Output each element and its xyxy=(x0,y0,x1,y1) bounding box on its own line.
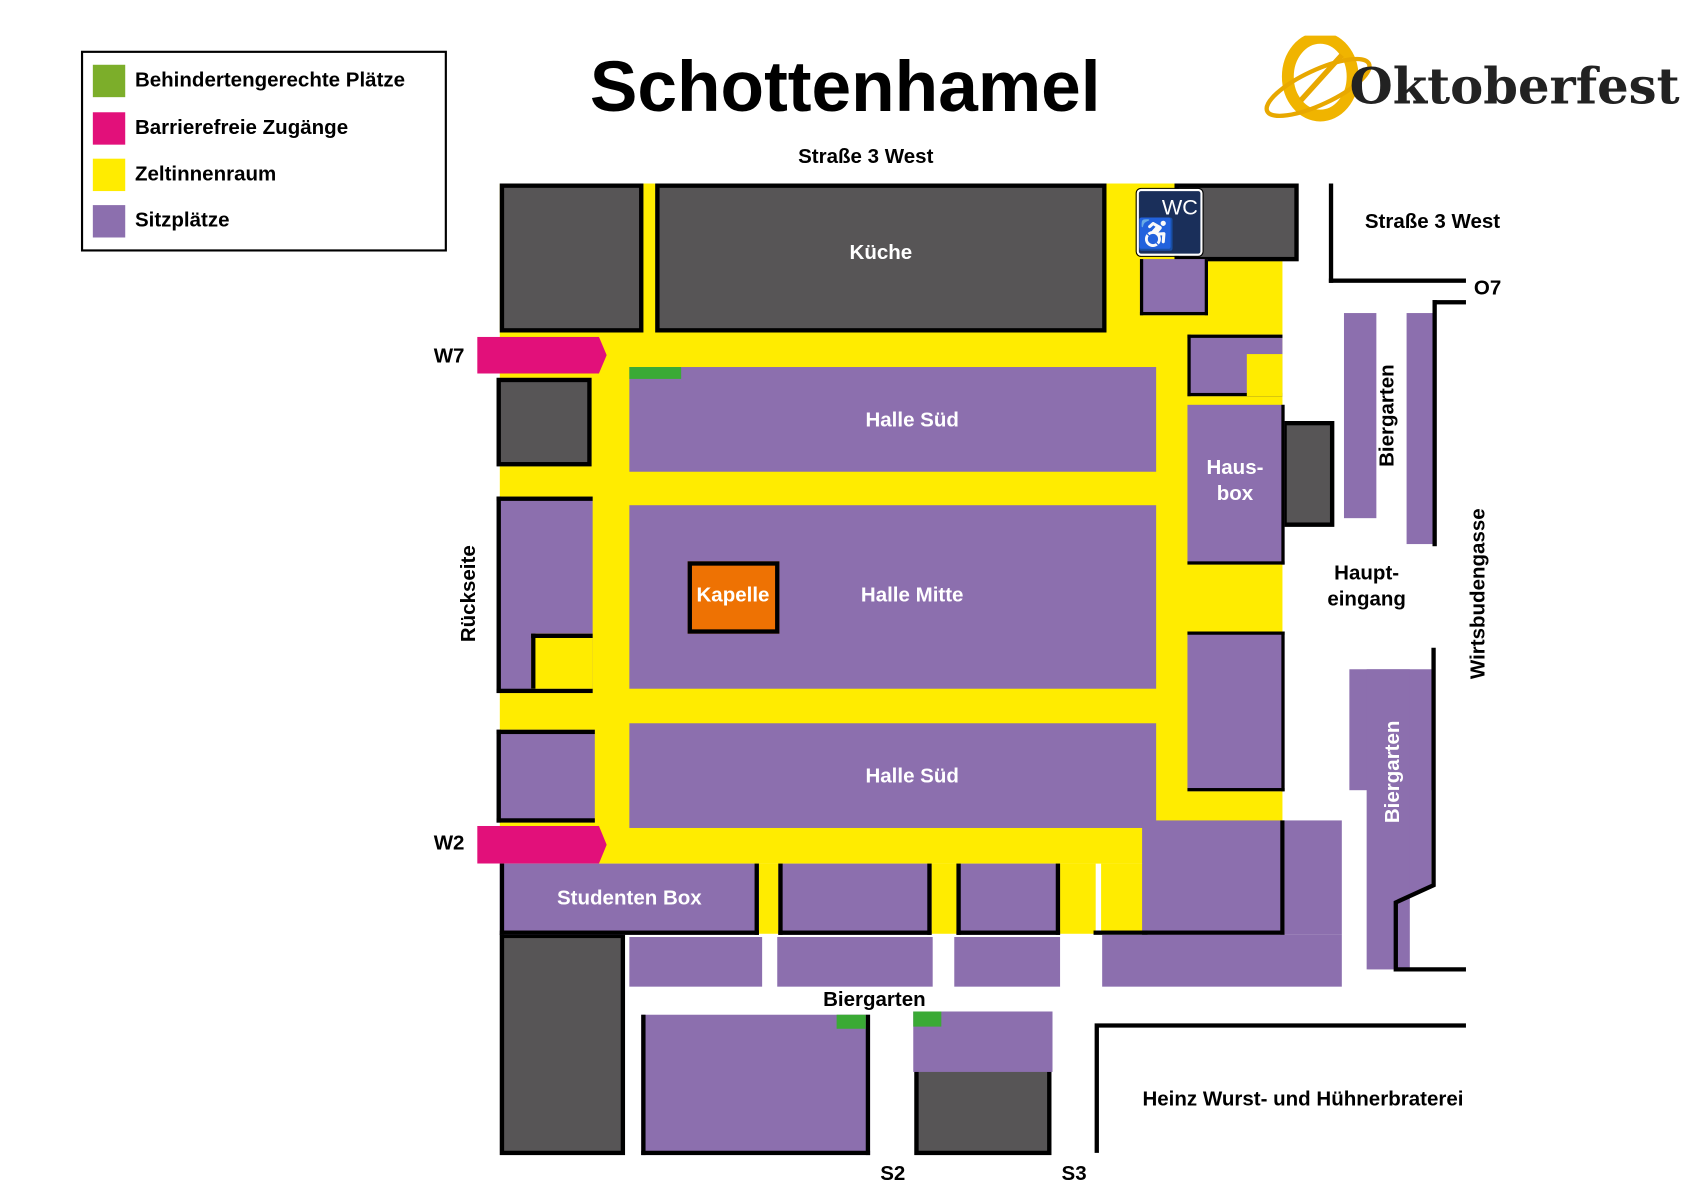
biergarten-label: Biergarten xyxy=(1376,364,1400,467)
hausbox-label: box xyxy=(1216,482,1254,506)
legend-item-tent-interior: Zeltinnenraum xyxy=(92,158,277,192)
tent-interior xyxy=(1246,354,1283,397)
wirtsbudengasse-label: Wirtsbudengasse xyxy=(1467,508,1490,680)
halle-mitte-label: Halle Mitte xyxy=(860,584,964,607)
seating-area xyxy=(778,863,932,935)
kitchen xyxy=(655,183,1107,333)
accessible-seats xyxy=(913,1011,942,1027)
biergarten-label: Biergarten xyxy=(823,988,926,1012)
legend-label: Sitzplätze xyxy=(134,209,230,233)
tent-interior xyxy=(758,863,781,934)
heinz-wurst-label: Heinz Wurst- und Hühnerbraterei xyxy=(1142,1088,1464,1111)
studenten-box-label: Studenten Box xyxy=(556,887,702,911)
tent-interior xyxy=(1057,863,1096,934)
tent-interior xyxy=(930,863,958,934)
seating-area xyxy=(1139,259,1208,316)
halle-sued-label: Halle Süd xyxy=(865,409,959,432)
wall xyxy=(1393,647,1466,972)
legend-swatch-magenta xyxy=(92,112,126,145)
wall xyxy=(1328,183,1334,283)
service-block xyxy=(499,183,644,333)
halle-sued-north xyxy=(629,367,1157,472)
service-block xyxy=(499,933,626,1156)
entrance-label: W7 xyxy=(433,345,465,369)
beer-garden-seats xyxy=(1284,820,1342,935)
legend-item-barrier-free-access: Barrierefreie Zugänge xyxy=(92,112,349,145)
beer-garden-seats xyxy=(777,937,933,987)
halle-sued-south xyxy=(629,723,1157,828)
legend-item-accessible-seats: Behindertengerechte Plätze xyxy=(92,64,406,98)
wall xyxy=(1432,300,1466,305)
exit-label: S3 xyxy=(1061,1162,1087,1186)
legend-swatch-yellow xyxy=(92,158,126,192)
oktoberfest-logo-text: Oktoberfest xyxy=(1349,57,1680,116)
legend-label: Barrierefreie Zugänge xyxy=(134,116,349,140)
beer-garden-seats xyxy=(1343,313,1377,519)
seating-area xyxy=(1187,631,1285,792)
beer-garden-seats xyxy=(629,937,763,987)
accessible-entrance-w7 xyxy=(477,336,607,374)
service-block xyxy=(1282,421,1335,527)
accessible-wc: WC ♿ xyxy=(1135,187,1204,257)
beer-garden-seats xyxy=(1366,669,1410,970)
hausbox xyxy=(1187,404,1285,565)
street-label: Straße 3 West xyxy=(1364,210,1501,234)
legend-swatch-purple xyxy=(92,205,126,238)
seating-area xyxy=(1142,820,1285,935)
legend-label: Behindertengerechte Plätze xyxy=(134,69,406,92)
kapelle-label: Kapelle xyxy=(696,584,770,607)
wall xyxy=(1432,300,1437,547)
legend-item-seats: Sitzplätze xyxy=(92,205,230,238)
kitchen-label: Küche xyxy=(849,241,913,265)
accessible-seats xyxy=(629,367,682,379)
kapelle-stage xyxy=(687,561,780,634)
tent-interior xyxy=(1101,863,1145,934)
main-entrance-label: Haupt- xyxy=(1334,562,1400,586)
street-label: Straße 3 West xyxy=(798,145,934,169)
page-title: Schottenhamel xyxy=(589,46,1101,127)
oktoberfest-logo-icon xyxy=(1258,31,1379,122)
legend-swatch-green xyxy=(92,64,126,98)
main-entrance-label: eingang xyxy=(1327,588,1406,611)
exit-label: S2 xyxy=(880,1162,906,1186)
accessible-entrance-w2 xyxy=(477,825,607,864)
seating-area xyxy=(496,729,595,823)
hausbox-label: Haus- xyxy=(1206,456,1264,480)
legend: Behindertengerechte Plätze Barrierefreie… xyxy=(80,50,447,252)
beer-garden-seats xyxy=(954,937,1061,987)
wheelchair-icon: ♿ xyxy=(1137,217,1175,251)
beer-garden-seats xyxy=(1406,313,1433,545)
studenten-box xyxy=(499,863,759,935)
wall xyxy=(1094,1023,1466,1153)
beer-garden-seats xyxy=(1102,934,1342,987)
service-block xyxy=(496,377,592,467)
wall xyxy=(1328,278,1466,283)
halle-sued-label: Halle Süd xyxy=(865,765,959,789)
wall xyxy=(1093,930,1148,935)
entrance-label: W2 xyxy=(433,832,465,855)
beer-garden-seats xyxy=(641,1014,871,1156)
seating-area xyxy=(956,863,1061,935)
accessible-seats xyxy=(836,1014,866,1029)
wc-label: WC xyxy=(1161,195,1198,220)
tent-interior xyxy=(531,633,593,689)
exit-label: O7 xyxy=(1473,277,1502,301)
legend-label: Zeltinnenraum xyxy=(134,163,277,186)
rueckseite-label: Rückseite xyxy=(457,545,481,643)
